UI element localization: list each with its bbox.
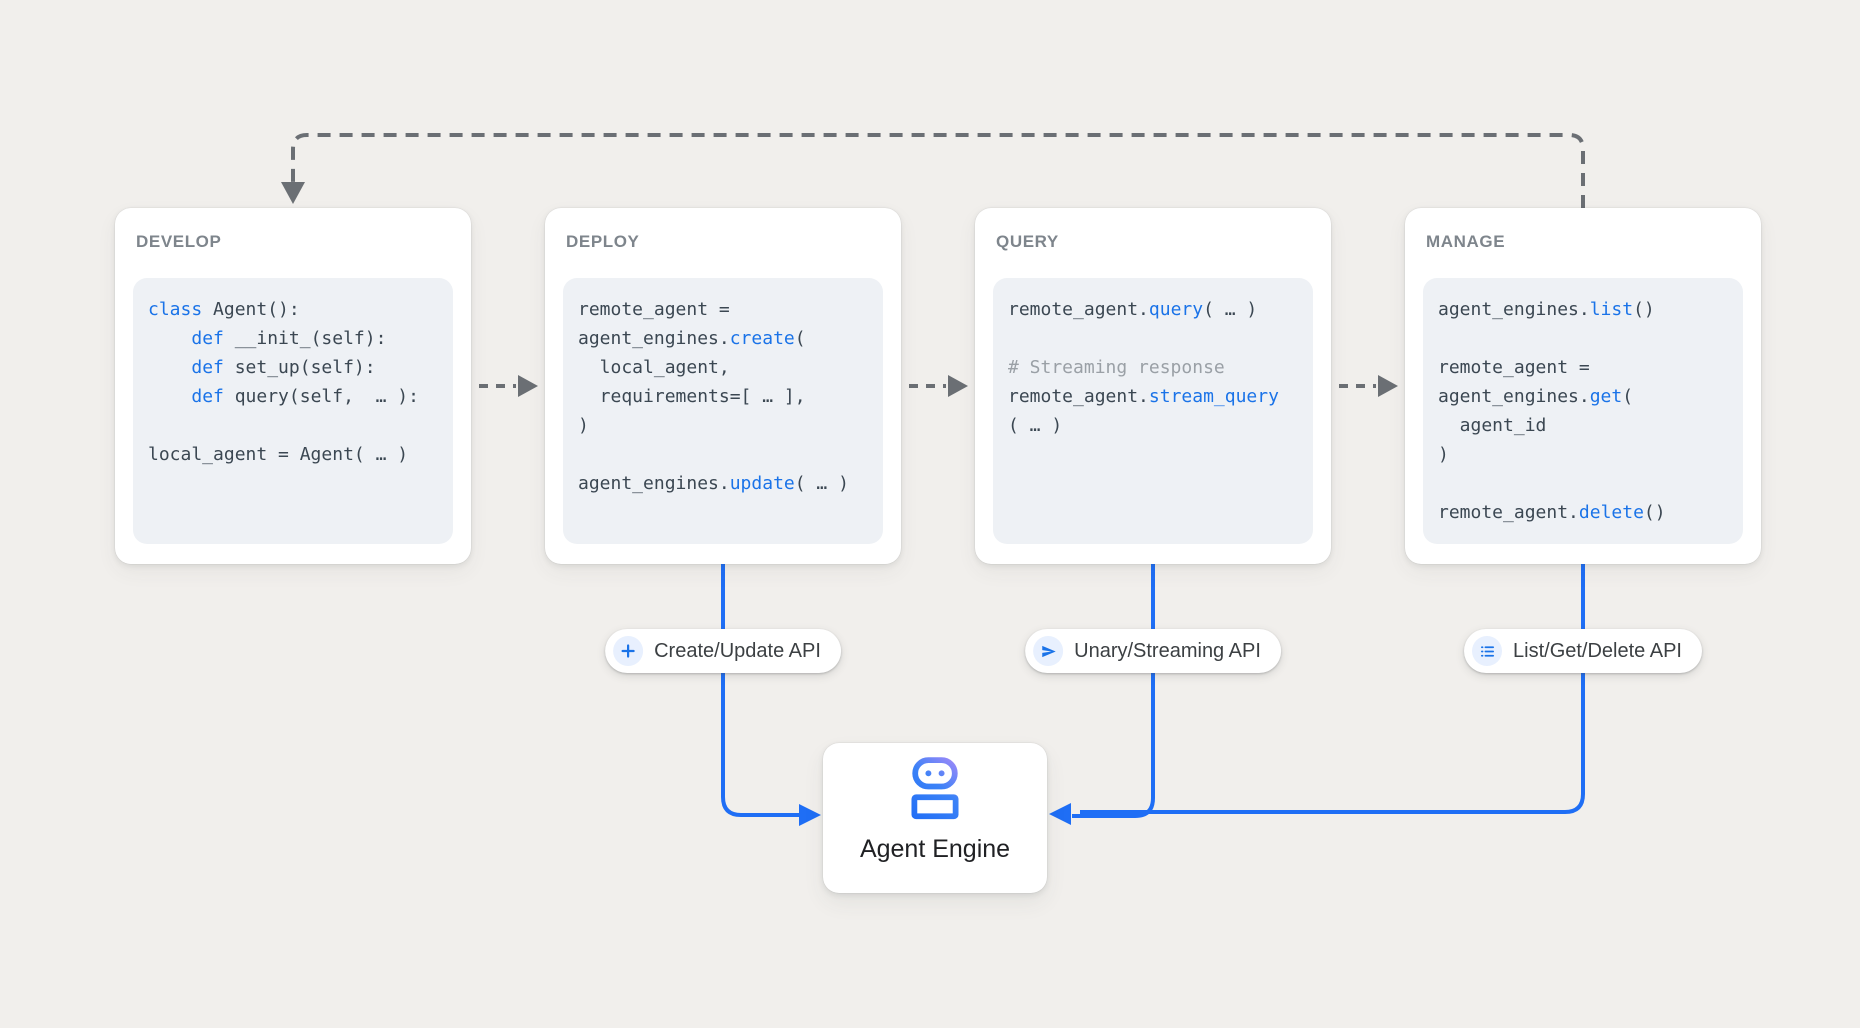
card-deploy: DEPLOY remote_agent = agent_engines.creat…	[545, 208, 901, 564]
code-line: local_agent,	[578, 357, 730, 378]
card-query-title: QUERY	[996, 232, 1059, 251]
code-line: remote_agent =	[578, 299, 730, 320]
card-query: QUERY remote_agent.query( … ) # Streamin…	[975, 208, 1331, 564]
code-line: agent_engines.list()	[1438, 299, 1655, 320]
api-pill-label: Unary/Streaming API	[1074, 639, 1261, 662]
code-block-query: remote_agent.query( … ) # Streaming resp…	[993, 278, 1313, 544]
code-line	[1438, 469, 1728, 498]
code-line: agent_id	[1438, 415, 1547, 436]
card-develop-title: DEVELOP	[136, 232, 222, 251]
code-line: requirements=[ … ],	[578, 386, 806, 407]
code-line: )	[578, 415, 589, 436]
code-line: def set_up(self):	[191, 357, 376, 378]
send-icon	[1033, 636, 1064, 666]
agent-engine-box: Agent Engine	[823, 743, 1047, 893]
code-line: agent_engines.get(	[1438, 386, 1634, 407]
deploy-to-engine-line	[721, 564, 800, 817]
loop-back-arrowhead-icon	[281, 182, 305, 204]
code-line: def query(self, … ):	[191, 386, 419, 407]
code-line	[1008, 324, 1298, 353]
engine-right-arrowhead-icon	[1049, 803, 1071, 825]
api-pill-list-get-delete: List/Get/Delete API	[1464, 629, 1702, 673]
engine-left-arrowhead-icon	[799, 804, 821, 826]
robot-icon	[908, 756, 962, 827]
agent-engine-label: Agent Engine	[859, 835, 1011, 863]
code-line: agent_engines.update( … )	[578, 473, 849, 494]
code-line	[148, 411, 438, 440]
card-manage: MANAGE agent_engines.list() remote_agent…	[1405, 208, 1761, 564]
code-line	[1438, 324, 1728, 353]
code-line	[578, 440, 868, 469]
list-icon	[1472, 636, 1503, 666]
code-line: )	[1438, 444, 1449, 465]
code-line: agent_engines.create(	[578, 328, 806, 349]
code-line: remote_agent.stream_query	[1008, 386, 1279, 407]
code-line: remote_agent.delete()	[1438, 502, 1666, 523]
api-pill-label: List/Get/Delete API	[1513, 639, 1682, 662]
code-line: def __init_(self):	[191, 328, 387, 349]
loop-back-dashed-line	[291, 133, 1585, 208]
code-block-manage: agent_engines.list() remote_agent = agent…	[1423, 278, 1743, 544]
code-line: local_agent = Agent( … )	[148, 444, 409, 465]
code-block-develop: class Agent(): def __init_(self): def se…	[133, 278, 453, 544]
code-line: # Streaming response	[1008, 357, 1225, 378]
flow-arrowhead-icon	[518, 375, 538, 397]
api-pill-unary-streaming: Unary/Streaming API	[1025, 629, 1281, 673]
code-block-deploy: remote_agent = agent_engines.create( loca…	[563, 278, 883, 544]
api-pill-label: Create/Update API	[654, 639, 821, 662]
api-pill-create-update: Create/Update API	[605, 629, 841, 673]
flow-arrowhead-icon	[948, 375, 968, 397]
card-develop: DEVELOP class Agent(): def __init_(self)…	[115, 208, 471, 564]
code-line: class Agent():	[148, 299, 300, 320]
card-manage-title: MANAGE	[1426, 232, 1506, 251]
card-deploy-title: DEPLOY	[566, 232, 640, 251]
code-line: remote_agent =	[1438, 357, 1590, 378]
flow-arrowhead-icon	[1378, 375, 1398, 397]
plus-icon	[613, 636, 644, 666]
query-to-engine-line	[1072, 564, 1155, 818]
manage-to-engine-line	[1080, 564, 1585, 814]
code-line: remote_agent.query( … )	[1008, 299, 1258, 320]
code-line: ( … )	[1008, 415, 1063, 436]
